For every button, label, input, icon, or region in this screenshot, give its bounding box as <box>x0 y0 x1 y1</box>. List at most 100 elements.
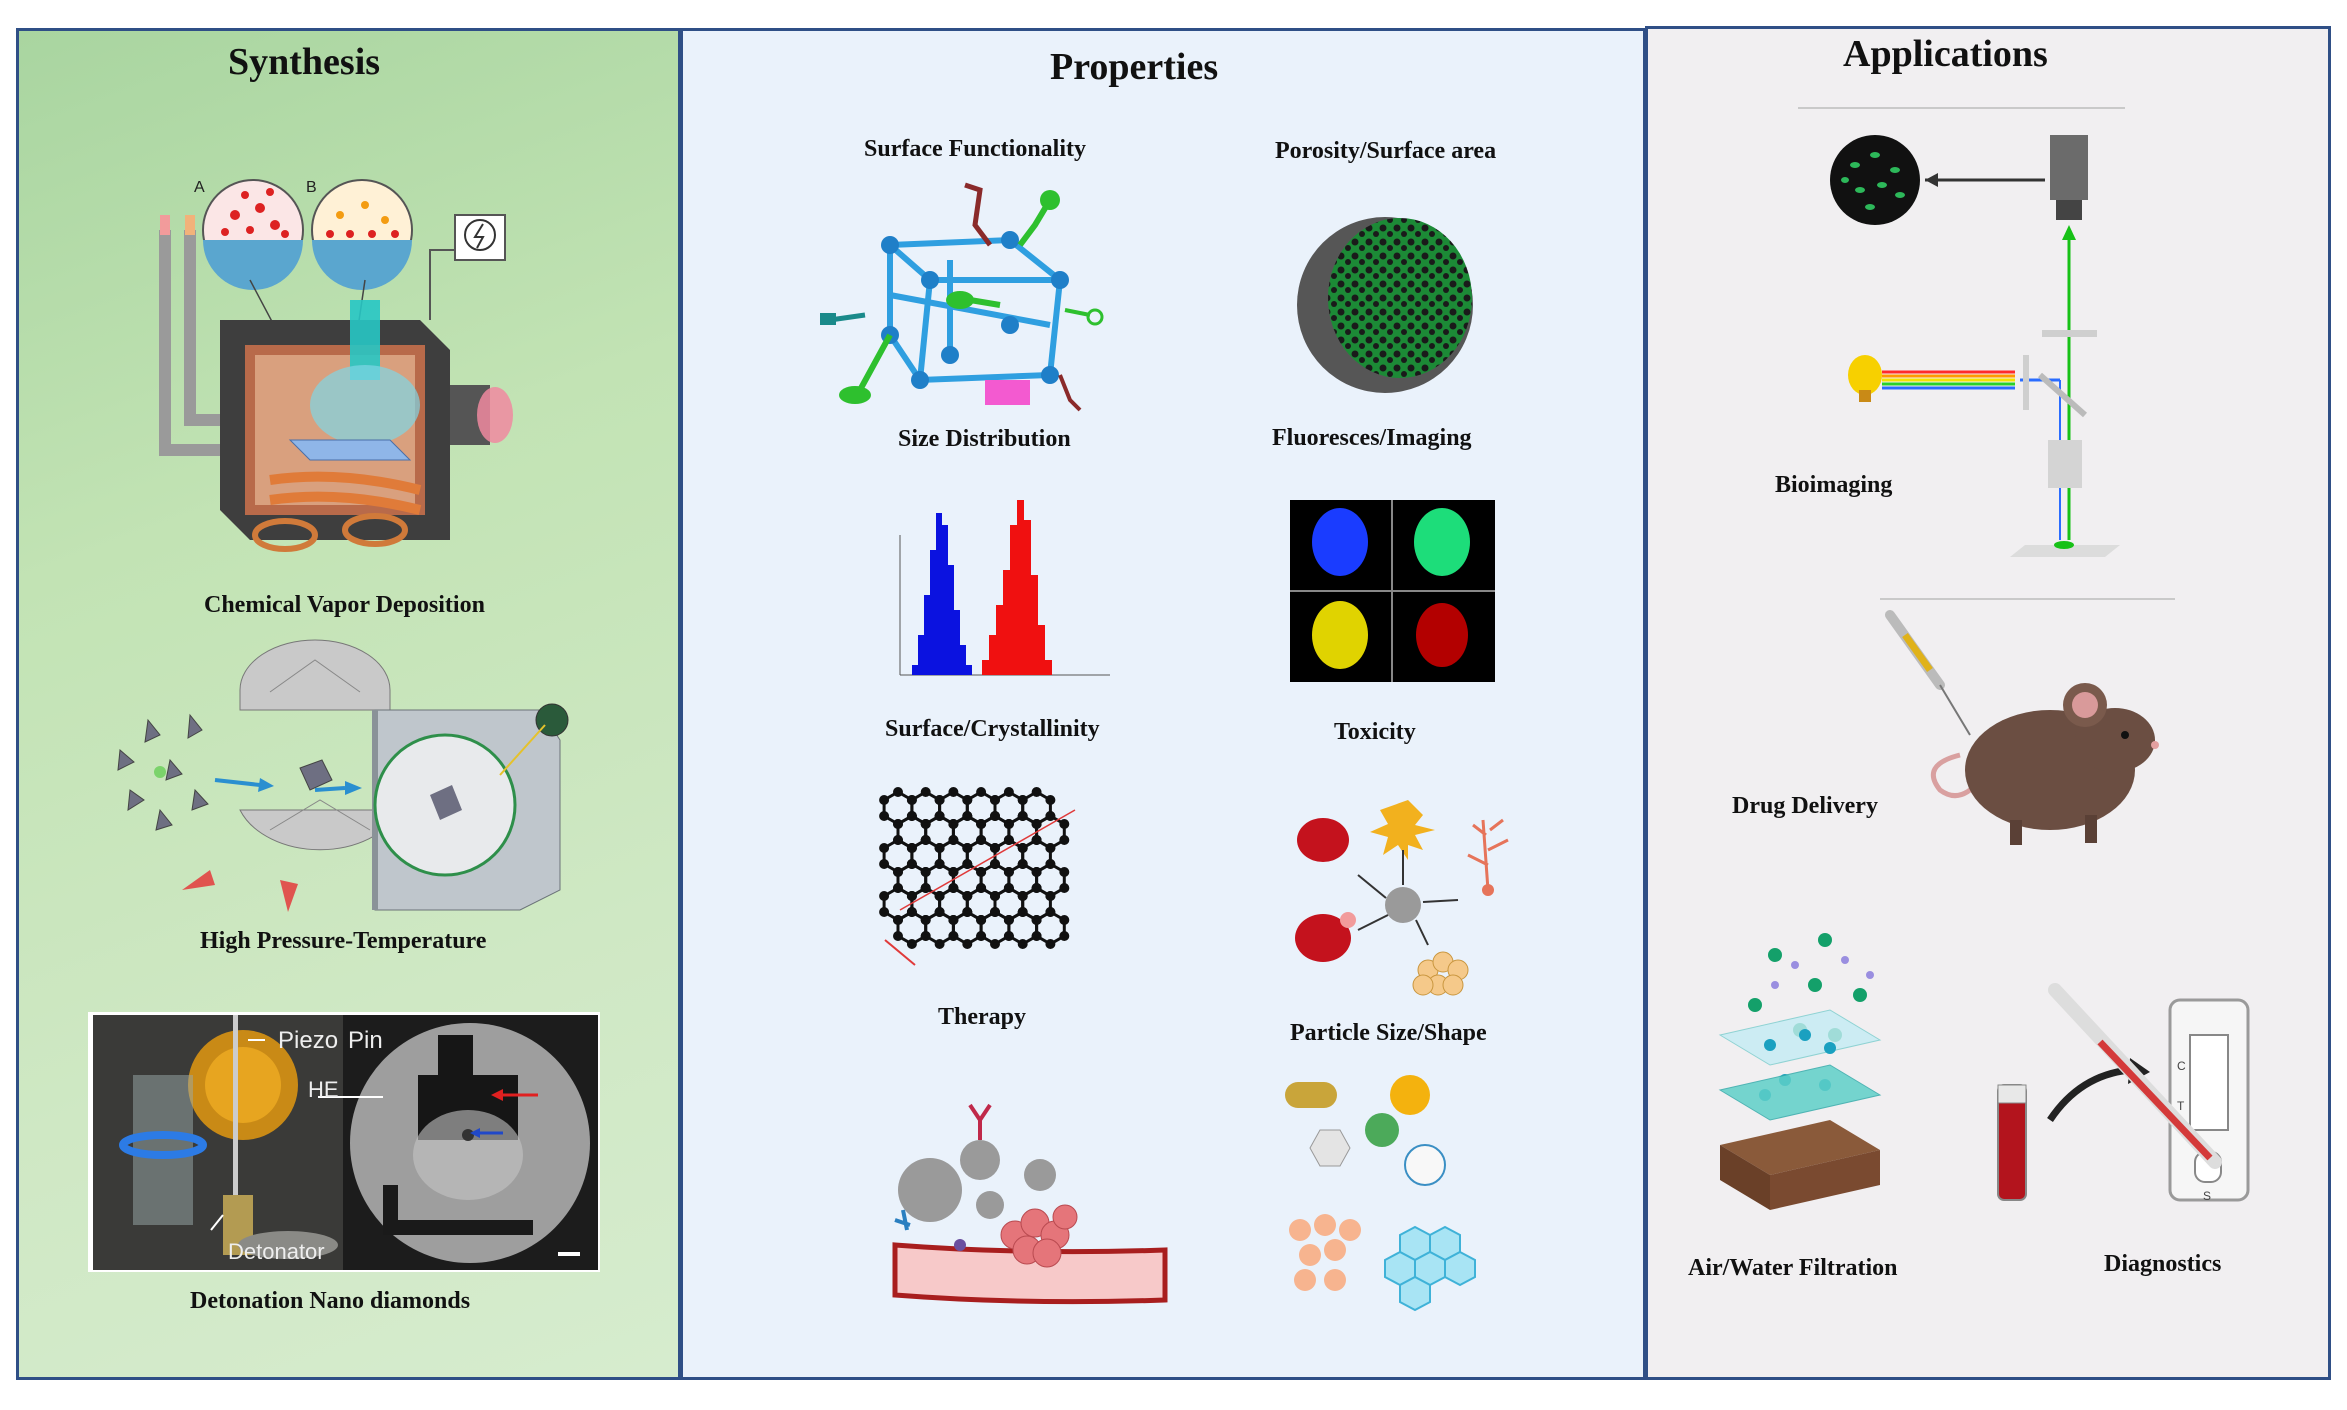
lattice-atom <box>990 859 1000 869</box>
size-distribution-label: Size Distribution <box>898 426 1071 452</box>
cvd-inset-b-letter: B <box>306 179 317 196</box>
lattice-atom <box>976 819 987 829</box>
lattice-atom <box>1031 915 1042 925</box>
lattice-atom <box>1003 787 1014 797</box>
lattice-atom <box>1059 931 1070 941</box>
lattice-atom <box>1045 939 1056 949</box>
surface-functionality-label: Surface Functionality <box>864 136 1086 162</box>
properties-title: Properties <box>1050 46 1219 88</box>
lattice-atom <box>948 867 959 877</box>
lattice-atom <box>920 867 931 877</box>
lattice-atom <box>1003 883 1014 893</box>
detonation-photo: Piezo Pin HE Detonator <box>93 1015 598 1270</box>
lattice-atom <box>1059 915 1070 925</box>
lattice-atom <box>920 883 931 893</box>
lattice-atom <box>893 931 903 941</box>
lattice-atom <box>1003 819 1014 829</box>
lattice-atom <box>920 787 931 797</box>
properties-panel <box>680 28 1646 1380</box>
lattice-atom <box>893 787 903 797</box>
synthesis-title: Synthesis <box>228 41 381 83</box>
lattice-atom <box>1045 811 1056 821</box>
lattice-atom <box>1017 891 1028 901</box>
lattice-atom <box>920 931 931 941</box>
lattice-atom <box>1003 867 1014 877</box>
lattice-atom <box>1059 867 1070 877</box>
lattice-atom <box>1003 931 1014 941</box>
lattice-atom <box>976 931 987 941</box>
lattice-atom <box>976 883 987 893</box>
lattice-atom <box>879 891 890 901</box>
hpht-label: High Pressure-Temperature <box>200 928 487 954</box>
lattice-atom <box>948 835 959 845</box>
size-distribution-histogram <box>899 500 1110 676</box>
lattice-atom <box>934 795 945 805</box>
surface-functionality-lattice <box>820 182 1104 412</box>
bioimaging-label: Bioimaging <box>1775 472 1893 498</box>
lattice-atom <box>976 867 987 877</box>
porosity-label: Porosity/Surface area <box>1275 138 1497 164</box>
lattice-atom <box>1045 907 1056 917</box>
bioimaging-microscope-illustration <box>1830 135 2120 557</box>
lattice-atom <box>893 883 903 893</box>
lattice-atom <box>962 795 973 805</box>
lattice-atom <box>906 907 917 917</box>
lattice-atom <box>948 787 959 797</box>
lattice-atom <box>879 811 890 821</box>
lattice-atom <box>1017 859 1028 869</box>
lattice-atom <box>934 939 945 949</box>
lattice-atom <box>893 867 903 877</box>
lattice-atom <box>1017 811 1028 821</box>
photo-label-detonator: Detonator <box>228 1239 325 1264</box>
lattice-atom <box>962 811 973 821</box>
therapy-label: Therapy <box>938 1004 1027 1030</box>
diagnostics-illustration: C T S <box>1997 983 2250 1203</box>
cvd-reactor-illustration: A B <box>159 179 513 552</box>
lattice-atom <box>906 843 917 853</box>
lattice-atom <box>934 811 945 821</box>
lattice-atom <box>906 859 917 869</box>
lattice-atom <box>976 835 987 845</box>
drug-delivery-label: Drug Delivery <box>1732 793 1878 819</box>
lattice-atom <box>893 819 903 829</box>
photo-label-pin: Pin <box>348 1027 383 1054</box>
lattice-atom <box>976 915 987 925</box>
lattice-atom <box>920 915 931 925</box>
lattice-atom <box>990 939 1000 949</box>
toxicity-label: Toxicity <box>1334 719 1416 745</box>
lattice-atom <box>962 907 973 917</box>
lattice-atom <box>962 939 973 949</box>
lattice-atom <box>1017 907 1028 917</box>
lattice-atom <box>1059 883 1070 893</box>
strip-label-t: T <box>2177 1099 2185 1113</box>
particle-shapes-illustration <box>1285 1075 1476 1312</box>
lattice-atom <box>1045 891 1056 901</box>
divider-middle <box>1880 598 2175 600</box>
divider-top <box>1798 107 2125 109</box>
crystal-lattice <box>879 787 1076 966</box>
lattice-atom <box>934 843 945 853</box>
lattice-atom <box>1017 795 1028 805</box>
lattice-atom <box>934 859 945 869</box>
lattice-atom <box>990 843 1000 853</box>
lattice-atom <box>1031 883 1042 893</box>
lattice-atom <box>948 931 959 941</box>
lattice-atom <box>1045 843 1056 853</box>
lattice-atom <box>1017 939 1028 949</box>
lattice-atom <box>962 891 973 901</box>
applications-title: Applications <box>1843 33 2048 75</box>
lattice-atom <box>948 819 959 829</box>
cvd-inset-a-letter: A <box>194 179 205 196</box>
strip-label-c: C <box>2177 1059 2186 1073</box>
crystallinity-label: Surface/Crystallinity <box>885 716 1100 742</box>
filtration-label: Air/Water Filtration <box>1688 1255 1898 1281</box>
hpht-illustration <box>117 639 569 912</box>
lattice-atom <box>1045 859 1056 869</box>
lattice-atom <box>906 939 917 949</box>
lattice-atom <box>948 883 959 893</box>
lattice-atom <box>962 859 973 869</box>
photo-label-piezo: Piezo <box>278 1027 338 1054</box>
lattice-atom <box>934 891 945 901</box>
detonation-label: Detonation Nano diamonds <box>190 1288 471 1314</box>
lattice-atom <box>879 843 890 853</box>
